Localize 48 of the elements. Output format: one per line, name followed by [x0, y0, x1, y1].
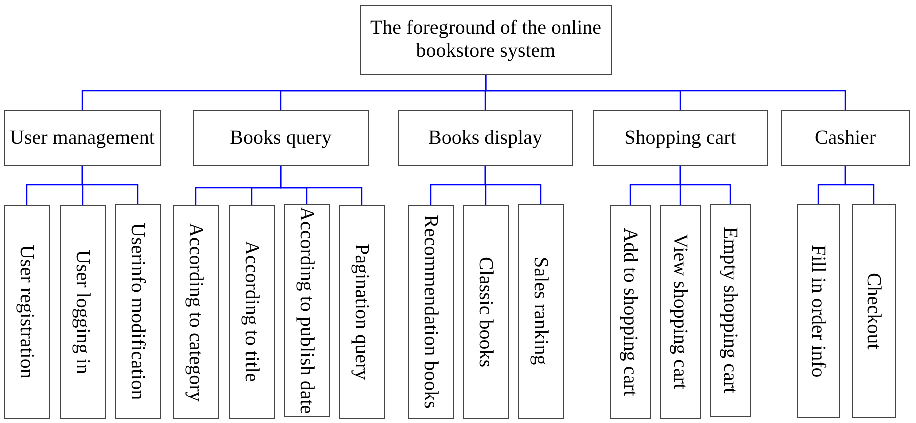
box-label: User management [10, 126, 155, 150]
box-label: Books query [230, 126, 332, 150]
connector-line [484, 166, 542, 204]
connector-line [82, 166, 139, 204]
box-label: Recommendation books [420, 215, 442, 409]
module-box [593, 110, 768, 166]
connector-line [280, 166, 363, 205]
box-label: Userinfo modification [127, 222, 149, 400]
box-label: According to publish date [296, 206, 318, 414]
connector-line [844, 166, 875, 204]
box-label: User registration [16, 245, 38, 379]
box-label: Empty shopping cart [720, 227, 742, 394]
box-label: The foreground of the online bookstore system [369, 17, 603, 63]
function-box [229, 205, 275, 419]
function-box [463, 205, 509, 419]
function-box [60, 205, 106, 419]
box-label: Shopping cart [624, 126, 736, 150]
function-box [610, 205, 651, 419]
box-label: Classic books [475, 256, 497, 368]
function-box [173, 205, 219, 419]
box-label: Books display [428, 126, 542, 150]
root-box [360, 5, 612, 75]
connector-line [485, 75, 846, 110]
function-box [710, 204, 751, 417]
function-box [4, 205, 50, 419]
function-box [852, 204, 896, 418]
box-label: Fill in order info [808, 244, 830, 378]
box-label: Sales ranking [530, 257, 552, 366]
function-box [518, 204, 564, 419]
function-box [408, 205, 454, 419]
box-label: Cashier [814, 126, 876, 150]
box-label: According to title [241, 241, 263, 383]
box-label: Pagination query [351, 244, 373, 380]
function-box [339, 205, 385, 419]
function-box [284, 204, 330, 417]
module-box [4, 110, 161, 166]
box-label: Checkout [863, 272, 885, 350]
connector-line [680, 166, 732, 204]
box-label: View shopping cart [670, 234, 692, 390]
function-box [115, 204, 161, 419]
function-box [660, 205, 701, 419]
module-box [781, 110, 910, 166]
module-box [193, 110, 369, 166]
box-label: User logging in [72, 250, 94, 374]
function-box [797, 204, 840, 418]
module-box [398, 110, 573, 166]
box-label: According to category [185, 222, 207, 402]
box-label: Add to shopping cart [620, 228, 642, 396]
